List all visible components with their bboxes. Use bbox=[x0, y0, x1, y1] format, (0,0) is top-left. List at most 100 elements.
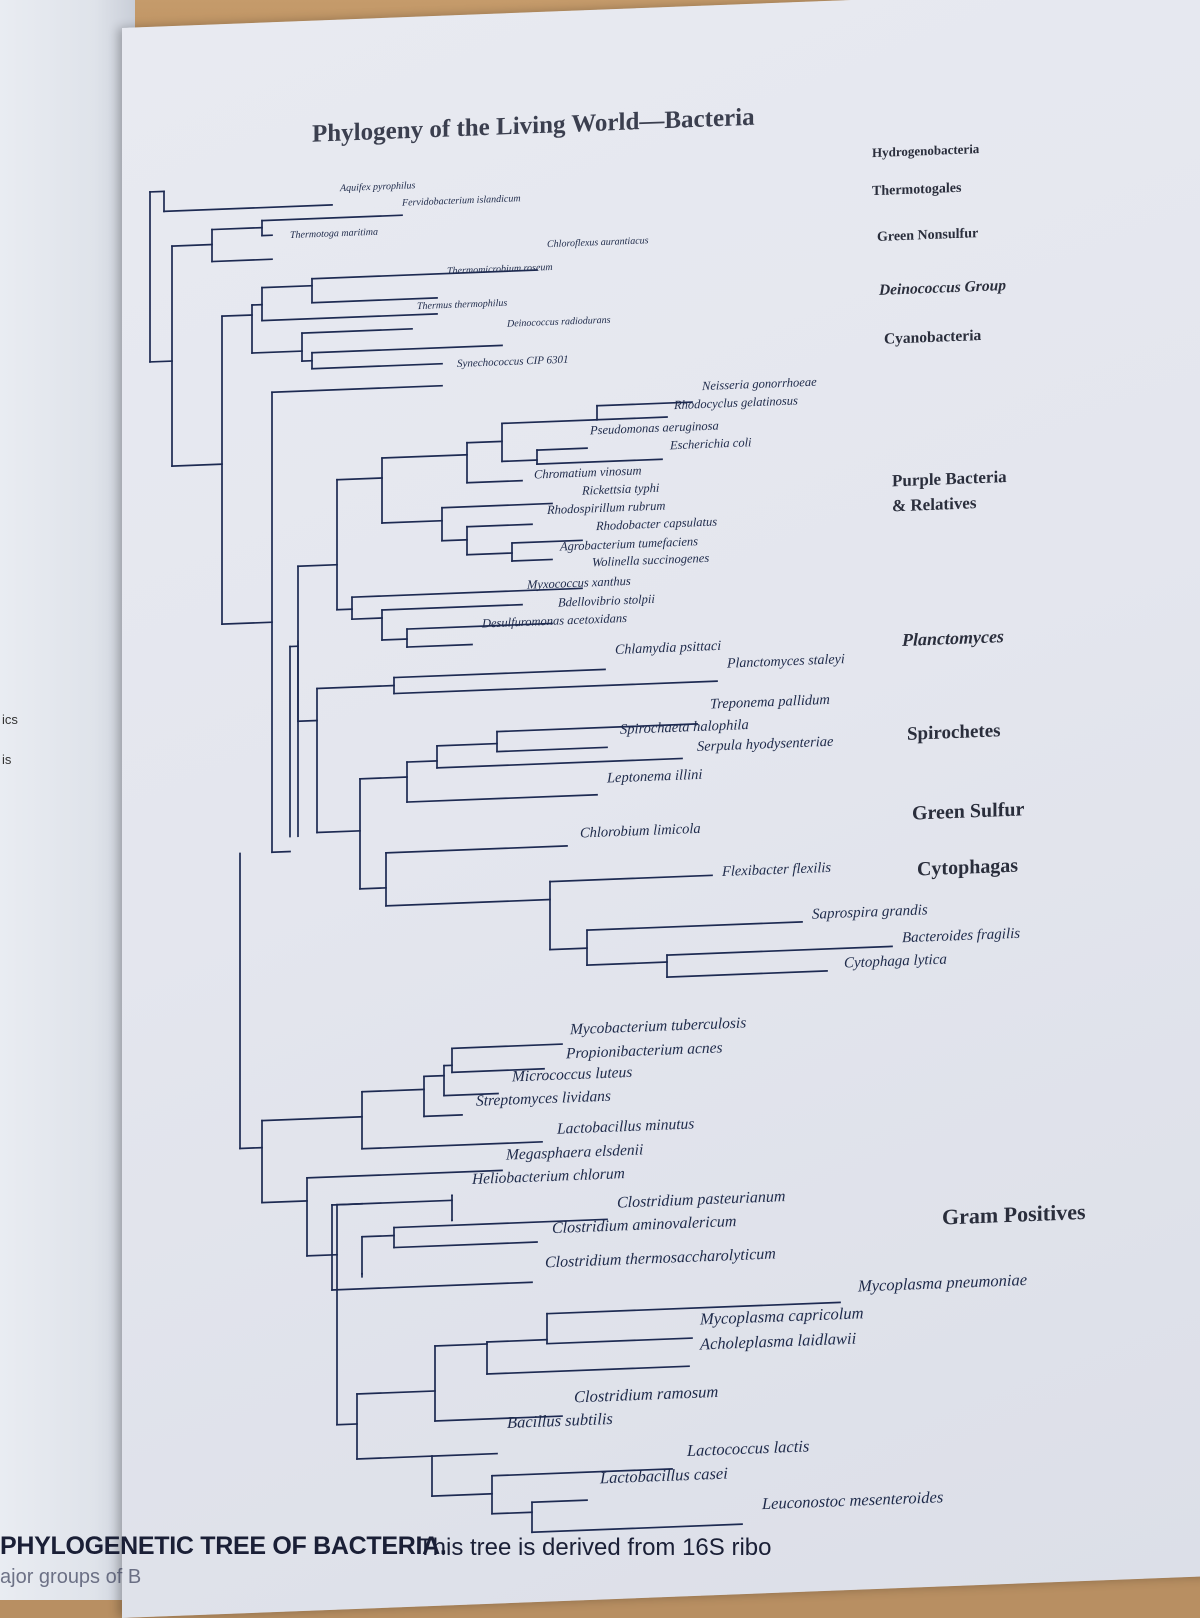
taxon-label: Clostridium pasteurianum bbox=[617, 1188, 785, 1211]
tree-branch-line bbox=[337, 1424, 357, 1425]
tree-branch-line bbox=[362, 1236, 394, 1237]
caption-heading: PHYLOGENETIC TREE OF BACTERIA. bbox=[0, 1532, 447, 1561]
group-label-deinococcus-group: Deinococcus Group bbox=[878, 277, 1006, 299]
tree-branch-line bbox=[312, 345, 502, 352]
group-label-planctomyces: Planctomyces bbox=[901, 626, 1004, 650]
tree-branch-line bbox=[164, 205, 332, 211]
margin-text-fragment: is bbox=[2, 752, 11, 767]
tree-branch-line bbox=[382, 455, 467, 458]
tree-branch-line bbox=[262, 215, 402, 220]
tree-branch-line bbox=[550, 948, 587, 949]
tree-branch-line bbox=[262, 1117, 362, 1121]
taxon-label: Cytophaga lytica bbox=[844, 952, 947, 972]
taxon-label: Rhodobacter capsulatus bbox=[595, 515, 717, 534]
tree-branch-line bbox=[547, 1338, 692, 1344]
taxon-label: Bacillus subtilis bbox=[507, 1409, 613, 1432]
facing-page-edge: ics is bbox=[0, 0, 135, 1600]
tree-branch-line bbox=[587, 922, 802, 930]
tree-branch-line bbox=[502, 420, 597, 424]
tree-branch-line bbox=[312, 364, 442, 369]
taxon-label: Lactobacillus casei bbox=[599, 1463, 728, 1487]
tree-branch-line bbox=[272, 852, 290, 853]
group-label-cytophagas: Cytophagas bbox=[917, 855, 1018, 881]
taxon-label: Neisseria gonorrhoeae bbox=[701, 375, 817, 393]
caption-second-line: ajor groups of B bbox=[0, 1566, 141, 1589]
tree-branch-line bbox=[502, 460, 537, 461]
taxon-label: Planctomyces staleyi bbox=[726, 652, 845, 672]
taxon-label: Rhodocyclus gelatinosus bbox=[673, 393, 798, 412]
tree-branch-line bbox=[357, 1391, 435, 1394]
taxon-label: Lactococcus lactis bbox=[686, 1436, 809, 1460]
tree-branch-line bbox=[442, 540, 467, 541]
tree-branch-line bbox=[550, 875, 712, 881]
taxon-label: Thermotoga maritima bbox=[290, 227, 378, 241]
tree-branch-line bbox=[222, 315, 252, 316]
taxon-label: Chlorobium limicola bbox=[580, 821, 701, 842]
taxon-label: Lactobacillus minutus bbox=[556, 1115, 694, 1137]
tree-branch-line bbox=[240, 1148, 262, 1149]
tree-branch-line bbox=[362, 1089, 424, 1091]
tree-branch-line bbox=[537, 448, 587, 450]
taxon-label: Clostridium ramosum bbox=[574, 1382, 718, 1407]
taxon-label: Mycoplasma pneumoniae bbox=[857, 1270, 1027, 1296]
taxon-label: Deinococcus radiodurans bbox=[506, 315, 611, 330]
tree-branch-line bbox=[407, 795, 597, 802]
tree-branch-line bbox=[332, 1204, 362, 1205]
taxon-label: Heliobacterium chlorum bbox=[471, 1165, 625, 1188]
taxon-label: Myxococcus xanthus bbox=[526, 574, 631, 592]
taxon-label: Thermus thermophilus bbox=[417, 298, 507, 312]
book-page: Phylogeny of the Living World—Bacteria A… bbox=[122, 0, 1200, 1618]
taxon-label: Streptomyces lividans bbox=[476, 1088, 611, 1110]
taxon-label: Leuconostoc mesenteroides bbox=[761, 1487, 943, 1513]
taxon-label: Leptonema illini bbox=[606, 767, 702, 787]
taxon-label: Spirochaeta halophila bbox=[620, 717, 749, 738]
taxon-label: Serpula hyodysenteriae bbox=[697, 734, 834, 755]
tree-branch-line bbox=[452, 1044, 562, 1048]
tree-branch-line bbox=[394, 1242, 537, 1247]
taxon-label: Pseudomonas aeruginosa bbox=[589, 418, 719, 437]
tree-branch-line bbox=[298, 721, 317, 722]
group-label-green-sulfur: Green Sulfur bbox=[912, 798, 1024, 824]
taxon-label: Clostridium thermosaccharolyticum bbox=[545, 1245, 776, 1271]
tree-branch-line bbox=[386, 846, 567, 853]
group-label-cyanobacteria: Cyanobacteria bbox=[884, 327, 982, 348]
tree-branch-line bbox=[467, 553, 512, 555]
tree-branch-line bbox=[467, 441, 502, 442]
tree-branch-line bbox=[382, 639, 407, 640]
tree-branch-line bbox=[386, 900, 550, 906]
group-label-gram-positives: Gram Positives bbox=[942, 1199, 1086, 1230]
group-label-purple-relatives: & Relatives bbox=[892, 493, 977, 515]
tree-branch-line bbox=[435, 1344, 487, 1346]
figure-caption: PHYLOGENETIC TREE OF BACTERIA. This tree… bbox=[0, 1530, 1200, 1600]
tree-branch-line bbox=[172, 464, 222, 466]
tree-branch-line bbox=[317, 686, 394, 689]
taxon-label: Desulfuromonas acetoxidans bbox=[481, 611, 627, 631]
taxon-label: Acholeplasma laidlawii bbox=[699, 1329, 857, 1354]
taxon-label: Flexibacter flexilis bbox=[721, 860, 831, 880]
tree-branch-line bbox=[382, 521, 442, 523]
tree-branch-line bbox=[667, 946, 892, 955]
taxon-label: Rickettsia typhi bbox=[581, 481, 660, 498]
taxon-label: Propionibacterium acnes bbox=[565, 1039, 723, 1062]
taxon-label: Micrococcus luteus bbox=[511, 1064, 632, 1086]
tree-branch-line bbox=[360, 777, 407, 779]
tree-branch-line bbox=[212, 259, 272, 261]
tree-branch-line bbox=[667, 971, 827, 977]
tree-branch-line bbox=[394, 681, 717, 693]
taxon-label: Synechococcus CIP 6301 bbox=[457, 354, 569, 370]
tree-branch-line bbox=[150, 361, 172, 362]
tree-branch-line bbox=[212, 228, 262, 230]
group-label-purple-bacteria: Purple Bacteria bbox=[892, 467, 1007, 490]
tree-branch-line bbox=[597, 417, 667, 420]
tree-branch-line bbox=[487, 1340, 547, 1342]
taxon-label: Saprospira grandis bbox=[812, 902, 928, 922]
tree-branch-line bbox=[532, 1500, 587, 1502]
tree-branch-line bbox=[432, 1494, 492, 1496]
tree-branch-line bbox=[424, 1115, 462, 1116]
tree-branch-line bbox=[442, 503, 552, 507]
taxon-label: Bacteroides fragilis bbox=[902, 926, 1020, 947]
group-label-spirochetes: Spirochetes bbox=[907, 720, 1001, 745]
taxon-label: Megasphaera elsdenii bbox=[505, 1141, 643, 1163]
